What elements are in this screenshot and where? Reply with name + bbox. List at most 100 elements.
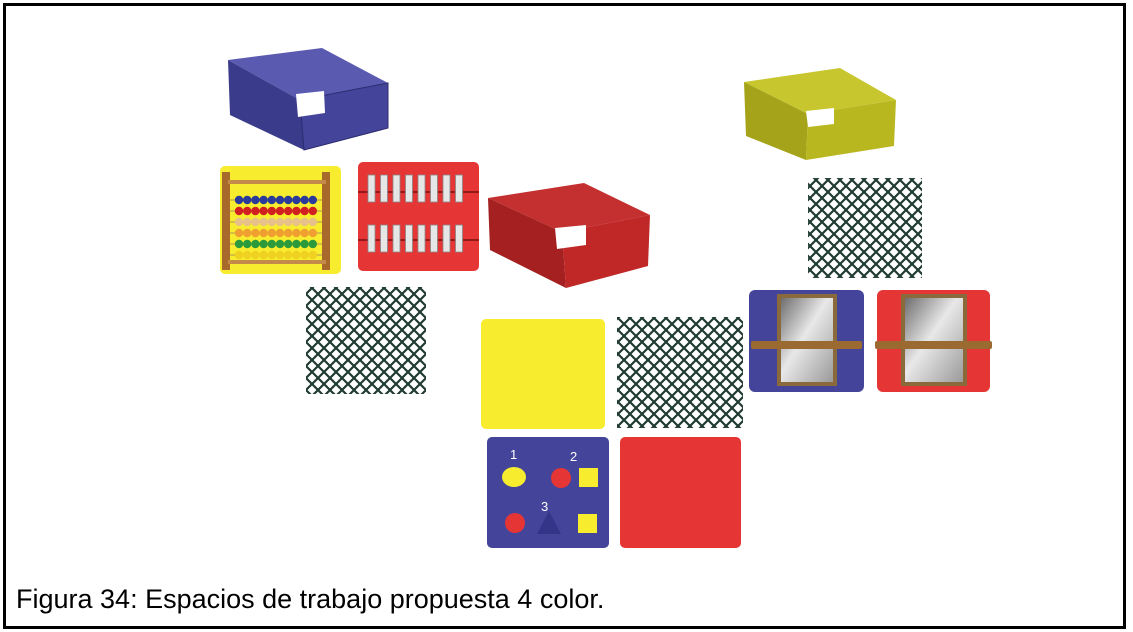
abacus-bead bbox=[300, 206, 309, 216]
figure-caption: Figura 34: Espacios de trabajo propuesta… bbox=[16, 584, 605, 614]
abacus-bead bbox=[275, 195, 285, 205]
abacus-bead bbox=[267, 228, 276, 238]
abacus-bead bbox=[300, 217, 309, 227]
slider-handle bbox=[455, 174, 463, 203]
abacus-bead bbox=[243, 217, 252, 227]
blue-box bbox=[228, 48, 389, 151]
abacus-bead bbox=[300, 239, 309, 249]
abacus-bead bbox=[234, 228, 244, 238]
slider-handle bbox=[417, 174, 426, 203]
abacus-bead bbox=[275, 228, 285, 238]
abacus-bead bbox=[267, 239, 276, 249]
abacus-bead bbox=[292, 228, 301, 238]
abacus-bead bbox=[308, 195, 317, 205]
net-panel bbox=[808, 178, 922, 278]
abacus-bead bbox=[284, 228, 293, 238]
abacus-bead bbox=[267, 217, 276, 227]
abacus-bead bbox=[300, 228, 309, 238]
olive-box bbox=[744, 68, 896, 160]
number-label: 3 bbox=[541, 499, 548, 514]
slider-handle bbox=[442, 174, 451, 203]
abacus-bead bbox=[292, 195, 301, 205]
abacus-bead bbox=[234, 195, 244, 205]
yellow-square-shape bbox=[578, 514, 597, 533]
mirror-panel-red bbox=[875, 290, 992, 392]
slider-handle bbox=[417, 224, 426, 253]
sliders-panel bbox=[358, 162, 479, 271]
abacus-bead bbox=[292, 250, 301, 260]
abacus-bead bbox=[251, 228, 260, 238]
abacus-bead bbox=[251, 195, 260, 205]
abacus-panel bbox=[220, 166, 341, 274]
abacus-bead bbox=[243, 228, 252, 238]
slider-handle bbox=[405, 174, 413, 203]
red-circle-shape bbox=[551, 468, 571, 488]
abacus-bead bbox=[308, 239, 317, 249]
red-panel bbox=[620, 437, 741, 548]
abacus-bead bbox=[284, 217, 293, 227]
slider-handle bbox=[367, 224, 376, 253]
abacus-bead bbox=[251, 206, 260, 216]
abacus-bead bbox=[243, 250, 252, 260]
red-box bbox=[488, 183, 650, 288]
slider-handle bbox=[367, 174, 376, 203]
abacus-bead bbox=[308, 217, 317, 227]
mirror-panel-blue bbox=[749, 290, 864, 392]
slider-handle bbox=[380, 224, 388, 253]
slider-handle bbox=[405, 224, 413, 253]
net-panel bbox=[617, 317, 743, 428]
abacus-bead bbox=[251, 217, 260, 227]
slider-handle bbox=[392, 174, 401, 203]
abacus-bead bbox=[284, 250, 293, 260]
abacus-bead bbox=[308, 228, 317, 238]
abacus-bead bbox=[259, 206, 268, 216]
net-panel bbox=[306, 287, 426, 394]
yellow-oval-shape bbox=[502, 467, 526, 487]
slider-handle bbox=[380, 174, 388, 203]
number-label: 1 bbox=[510, 447, 517, 462]
abacus-bead bbox=[267, 206, 276, 216]
abacus-bead bbox=[243, 206, 252, 216]
abacus-bead bbox=[251, 239, 260, 249]
yellow-panel bbox=[481, 319, 605, 429]
abacus-bead bbox=[259, 228, 268, 238]
abacus-bead bbox=[300, 195, 309, 205]
abacus-bead bbox=[234, 239, 244, 249]
abacus-bead bbox=[275, 217, 285, 227]
slider-handle bbox=[430, 224, 438, 253]
slider-handle bbox=[442, 224, 451, 253]
abacus-bead bbox=[259, 250, 268, 260]
abacus-bead bbox=[284, 206, 293, 216]
abacus-bead bbox=[284, 195, 293, 205]
abacus-bead bbox=[243, 195, 252, 205]
yellow-square-shape bbox=[579, 468, 598, 487]
abacus-bead bbox=[267, 195, 276, 205]
abacus-bead bbox=[308, 206, 317, 216]
abacus-bead bbox=[259, 239, 268, 249]
abacus-bead bbox=[243, 239, 252, 249]
abacus-bead bbox=[259, 217, 268, 227]
slider-handle bbox=[455, 224, 463, 253]
abacus-bead bbox=[292, 239, 301, 249]
abacus-bead bbox=[292, 206, 301, 216]
slider-handle bbox=[392, 224, 401, 253]
abacus-bead bbox=[234, 206, 244, 216]
abacus-bead bbox=[275, 250, 285, 260]
abacus-bead bbox=[292, 217, 301, 227]
number-label: 2 bbox=[570, 449, 577, 464]
abacus-bead bbox=[259, 195, 268, 205]
abacus-bead bbox=[234, 250, 244, 260]
red-circle-shape bbox=[505, 513, 525, 533]
abacus-bead bbox=[284, 239, 293, 249]
triangle-shape bbox=[537, 511, 561, 534]
shapes-board: 1 2 3 bbox=[487, 437, 609, 548]
abacus-bead bbox=[275, 206, 285, 216]
abacus-bead bbox=[234, 217, 244, 227]
abacus-bead bbox=[308, 250, 317, 260]
abacus-bead bbox=[300, 250, 309, 260]
slider-handle bbox=[430, 174, 438, 203]
abacus-bead bbox=[251, 250, 260, 260]
abacus-bead bbox=[267, 250, 276, 260]
abacus-bead bbox=[275, 239, 285, 249]
